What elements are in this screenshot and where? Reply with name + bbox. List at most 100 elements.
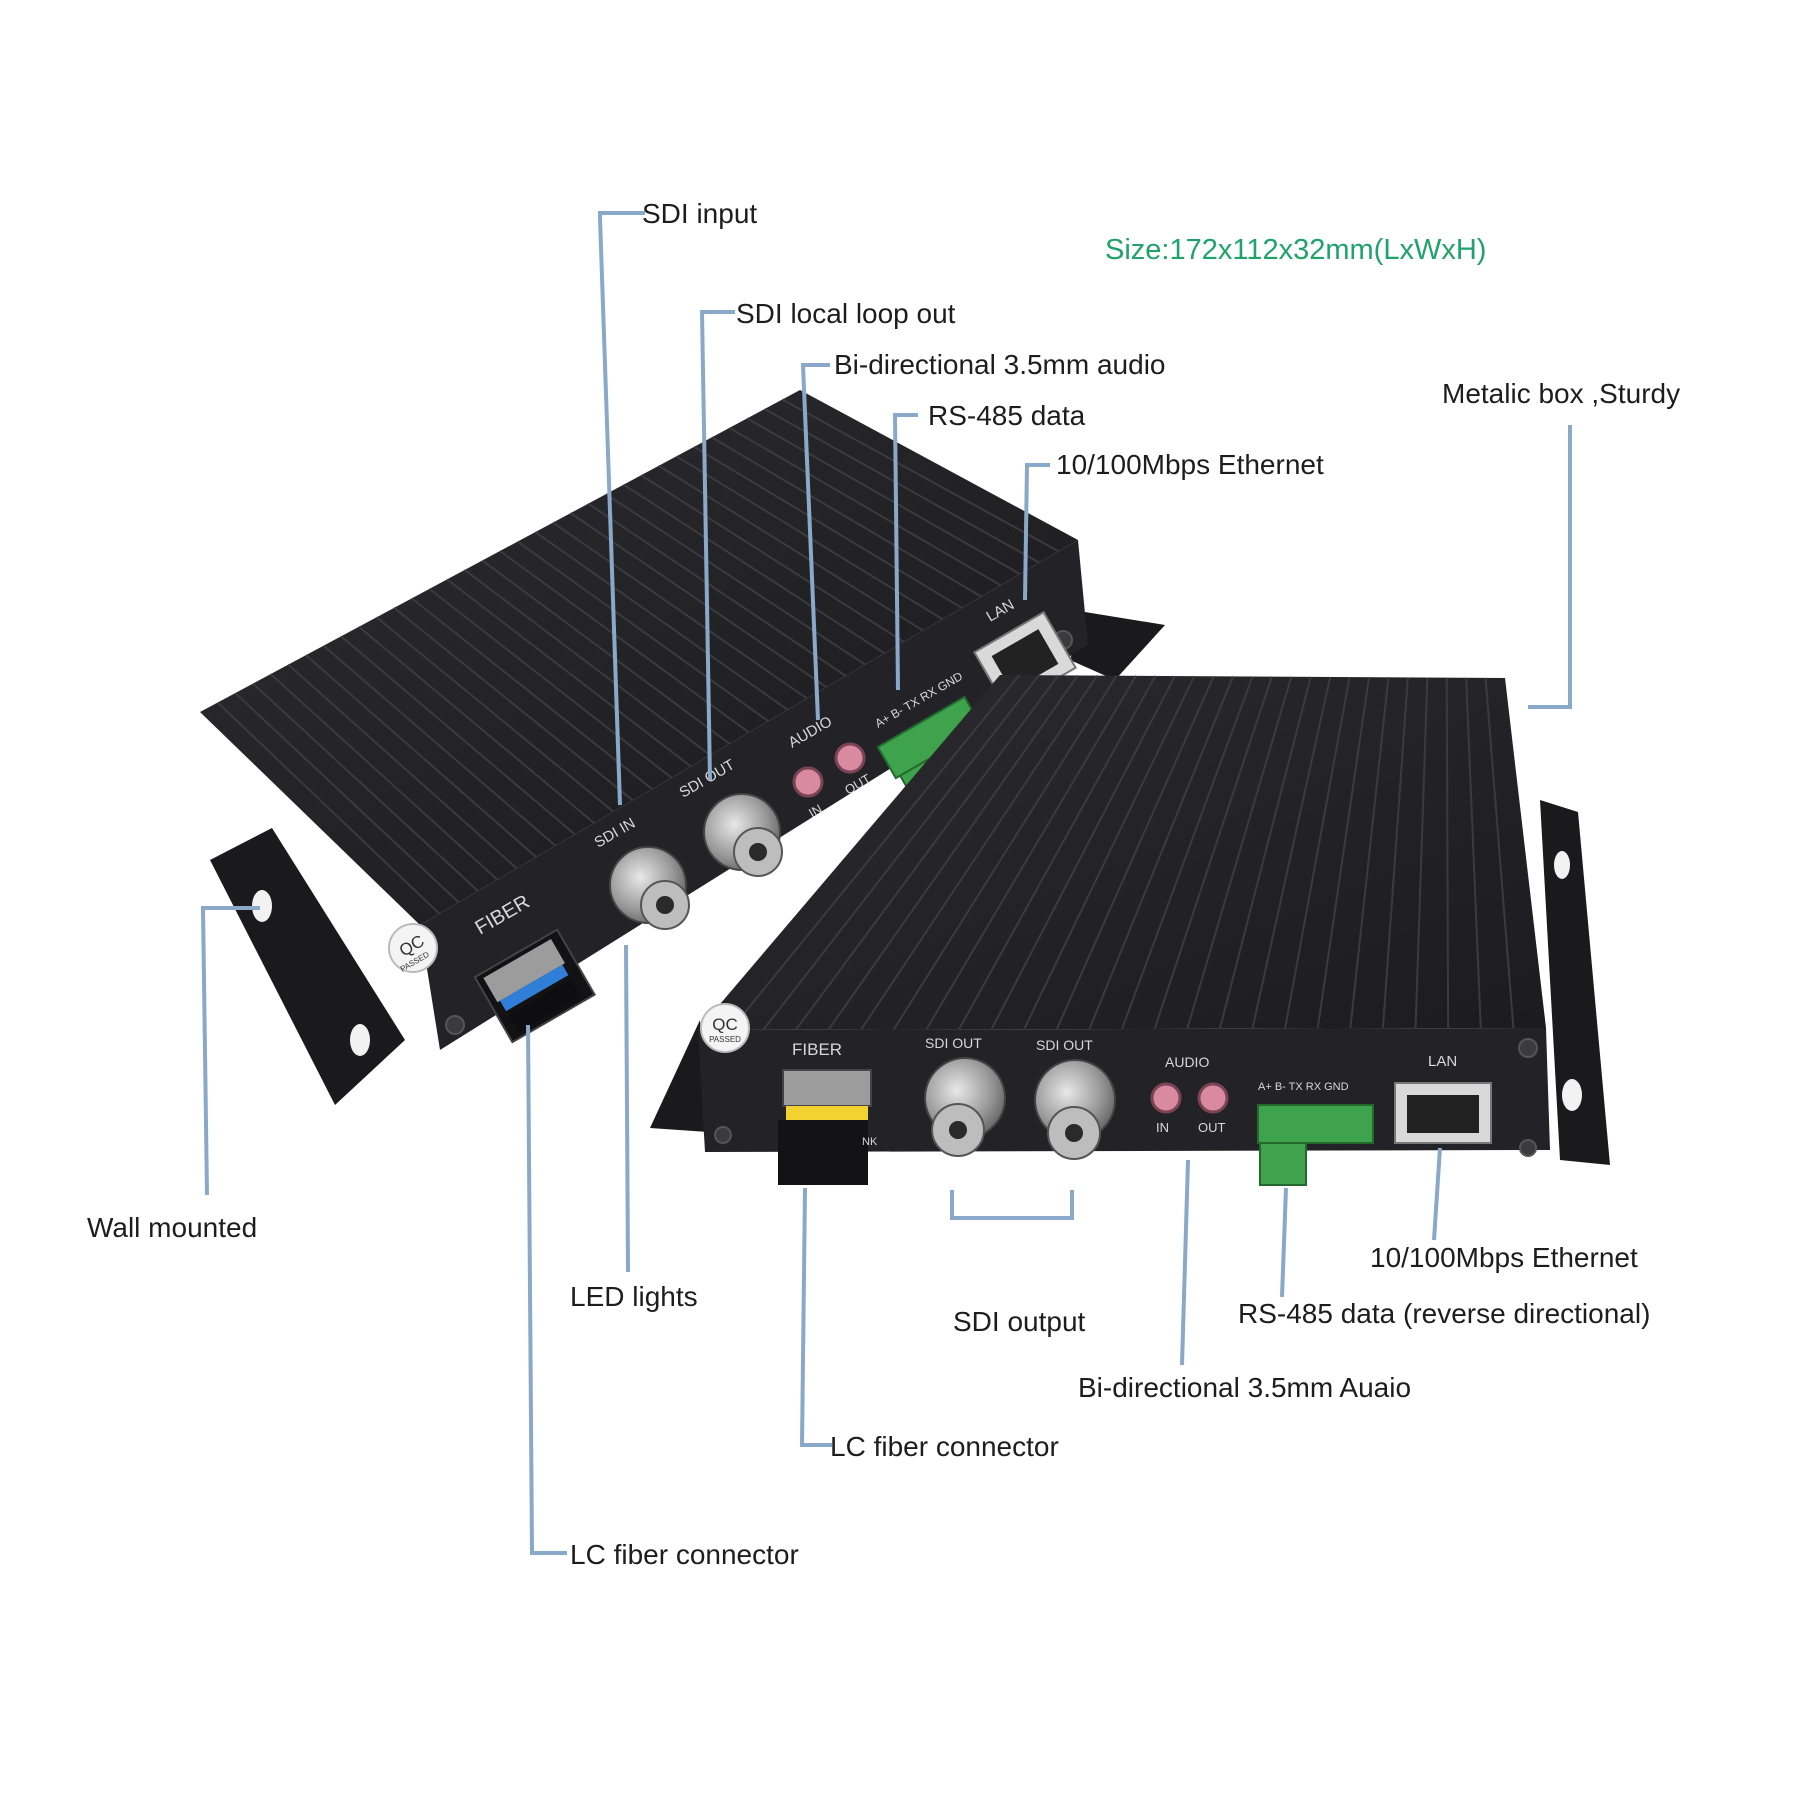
heat-sink-rib [795, 674, 1060, 1031]
front-unit-rs485-pins-label: A+ B- TX RX GND [1258, 1081, 1349, 1093]
leader-wall-mounted [200, 906, 260, 1196]
front-unit-bnc-sdi-out-2 [1034, 1059, 1116, 1160]
callout-rs485-bottom: RS-485 data (reverse directional) [1238, 1298, 1651, 1329]
heat-sink-rib [1284, 676, 1351, 1029]
front-unit-mount-hole [1562, 1079, 1582, 1111]
front-unit: QC PASSED FIBER NK SDI OUT SDI OUT AUDIO… [650, 674, 1610, 1186]
heat-sink-rib [658, 464, 924, 632]
heat-sink-rib [322, 644, 557, 847]
heat-sink-rib [340, 635, 576, 836]
back-unit-sfp-module [473, 928, 597, 1044]
heat-sink-rib [411, 597, 653, 790]
heat-sink-rib [1381, 677, 1409, 1029]
front-unit-qc-text: QC [712, 1015, 738, 1034]
back-unit-audio-in-label: IN [806, 801, 825, 820]
heat-sink-rib [570, 512, 827, 689]
heat-sink-rib [1153, 676, 1273, 1030]
heat-sink-rib [1349, 677, 1390, 1029]
heat-sink-rib [746, 417, 1021, 575]
callout-lc-fiber-front: LC fiber connector [830, 1431, 1059, 1462]
heat-sink-rib [552, 521, 808, 700]
heat-sink-rib [446, 578, 692, 768]
heat-sink-rib [925, 675, 1137, 1030]
front-unit-sfp-module [778, 1069, 872, 1185]
leader-sdi-loop-out [699, 310, 735, 781]
leader-rs485-top [892, 413, 918, 691]
callout-sdi-loop-out: SDI local loop out [736, 298, 956, 329]
front-unit-rs485-terminal [1257, 1104, 1374, 1186]
back-unit-qc-sticker [388, 923, 438, 973]
callout-ethernet-top: 10/100Mbps Ethernet [1056, 449, 1324, 480]
heat-sink-rib [375, 616, 615, 813]
callout-rs485-top: RS-485 data [928, 400, 1086, 431]
front-unit-link-label: NK [862, 1136, 878, 1148]
front-unit-audio-out-label: OUT [1198, 1120, 1226, 1135]
leader-sdi-output [950, 1190, 1074, 1220]
heat-sink-rib [1121, 676, 1254, 1030]
heat-sink-rib [481, 559, 731, 745]
heat-sink-rib [1186, 676, 1293, 1030]
heat-sink-rib [1088, 676, 1235, 1030]
callout-lc-fiber-back: LC fiber connector [570, 1539, 799, 1570]
front-unit-flange-left [650, 1020, 708, 1132]
callout-audio-top: Bi-directional 3.5mm audio [834, 349, 1166, 380]
leader-ethernet-bottom [1432, 1147, 1442, 1241]
leader-sdi-input [598, 211, 645, 806]
back-unit: QC PASSED FIBER SDI IN SDI OUT AUDIO IN [200, 390, 1165, 1105]
callout-led-lights: LED lights [570, 1281, 698, 1312]
front-unit-audio-label: AUDIO [1165, 1054, 1209, 1070]
heat-sink-rib [1484, 677, 1515, 1029]
leader-led-lights [624, 944, 630, 1273]
front-unit-sdi-out-1-label: SDI OUT [925, 1035, 982, 1051]
front-unit-screw [1518, 1038, 1538, 1058]
heat-sink-rib [534, 531, 789, 711]
heat-sink-rib [269, 673, 499, 881]
front-unit-qc-sticker [700, 1003, 750, 1053]
leader-lc-fiber-back [526, 1024, 567, 1555]
heat-sink-rib [827, 674, 1079, 1031]
heat-sink-rib [990, 675, 1176, 1030]
heat-sink-rib [1251, 676, 1332, 1029]
back-unit-bnc-sdi-in [609, 846, 690, 930]
front-unit-screw [714, 1126, 732, 1144]
heat-sink-rib [252, 682, 479, 892]
back-unit-flange-right [1070, 612, 1165, 680]
heat-sink-rib [216, 701, 441, 915]
back-unit-mount-hole [252, 890, 272, 922]
heat-sink-rib [587, 502, 847, 677]
heat-sink-rib [517, 540, 769, 722]
front-unit-bnc-sdi-out-1 [924, 1057, 1006, 1157]
heat-sink-rib [287, 663, 518, 870]
callout-sdi-output: SDI output [953, 1306, 1086, 1337]
heat-sink-rib [234, 692, 460, 904]
heat-sink-rib [605, 493, 866, 666]
heat-sink-rib [693, 445, 963, 609]
heat-sink-rib [428, 588, 673, 779]
leader-lines [200, 211, 1572, 1555]
front-unit-sdi-out-2-label: SDI OUT [1036, 1037, 1093, 1053]
callout-metal-box: Metalic box ,Sturdy [1442, 378, 1681, 409]
leader-metal-box [1528, 425, 1572, 709]
heat-sink-rib [892, 675, 1118, 1031]
front-unit-lan-port [1394, 1082, 1492, 1144]
front-unit-audio-in-jack [1150, 1082, 1182, 1114]
front-unit-audio-out-jack [1197, 1082, 1229, 1114]
leader-ethernet-top [1023, 463, 1050, 601]
leader-lc-fiber-front [799, 1187, 832, 1447]
callout-ethernet-bottom: 10/100Mbps Ethernet [1370, 1242, 1638, 1273]
callout-sdi-input: SDI input [642, 198, 758, 229]
heat-sink-rib [1055, 675, 1215, 1030]
heat-sink-rib [358, 625, 595, 824]
front-unit-fiber-label: FIBER [792, 1040, 842, 1059]
leader-audio-top [800, 363, 830, 721]
back-unit-mount-hole [350, 1024, 370, 1056]
back-unit-bnc-sdi-out [703, 793, 783, 877]
heat-sink-rib [1218, 676, 1312, 1030]
front-unit-mount-hole [1554, 851, 1570, 879]
front-unit-screw [1519, 1139, 1537, 1157]
heat-sink-rib [622, 483, 886, 655]
heat-sink-rib [711, 436, 982, 598]
heat-sink-rib [781, 398, 1060, 553]
